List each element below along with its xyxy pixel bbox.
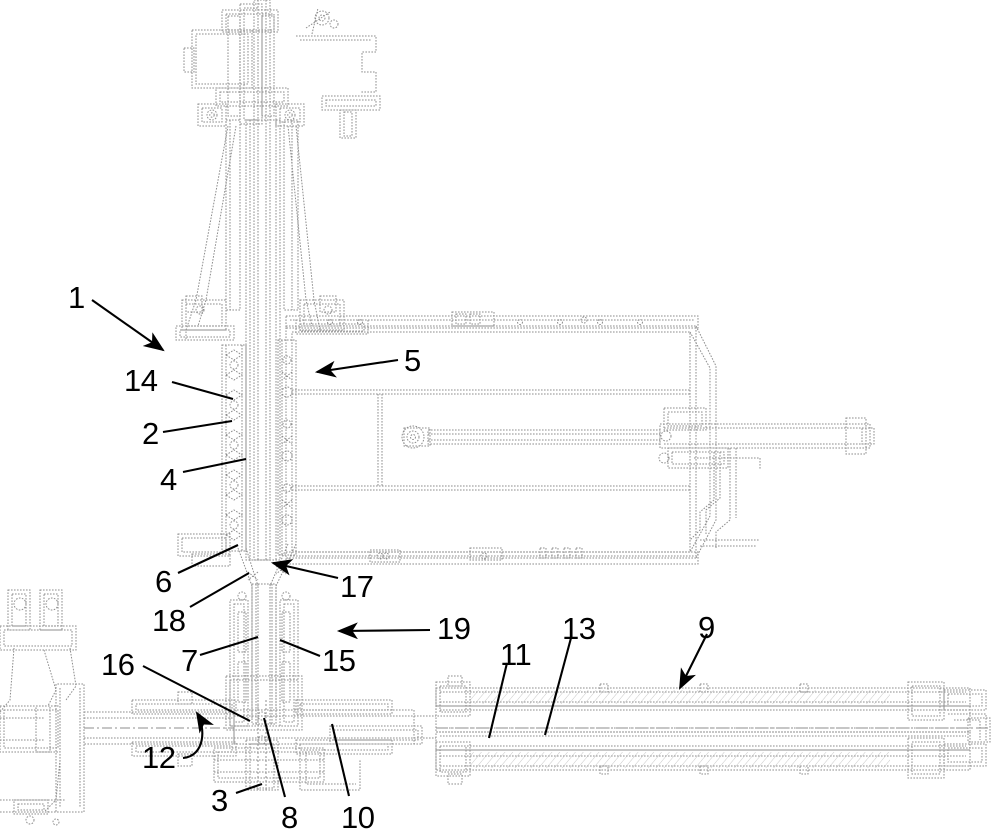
reference-numeral-14: 14 [124,363,158,398]
lower-left-drive [0,589,237,826]
leader-2 [162,419,233,434]
misc-detail [376,316,588,739]
reference-numeral-7: 7 [181,643,198,678]
feed-chain-rack [177,339,297,567]
leader-9 [679,633,708,690]
main-housing [285,311,875,565]
right-rail-detail [281,355,293,526]
hose-routing [689,448,761,548]
leader-8 [262,717,287,798]
reference-numeral-9: 9 [698,610,715,645]
reference-numeral-13: 13 [562,611,596,646]
reference-numeral-19: 19 [437,611,471,646]
reference-numeral-1: 1 [68,280,85,315]
leader-14 [171,380,234,401]
reference-numeral-17: 17 [340,569,374,604]
leader-13 [543,637,573,736]
leader-lines [91,299,708,798]
leader-3 [235,783,263,794]
reference-numeral-15: 15 [322,643,356,678]
reference-numeral-5: 5 [404,343,421,378]
bottom-fasteners [539,547,583,559]
reference-numeral-16: 16 [101,647,135,682]
internal-cylinder [401,407,875,469]
leader-4 [182,457,247,474]
leader-15 [279,639,321,657]
leader-7 [199,635,259,657]
drill-rod-assembly [435,675,991,785]
leader-12 [182,711,214,760]
chain-links [225,349,243,541]
top-fasteners [327,319,643,325]
reference-numeral-3: 3 [211,783,228,818]
leader-1 [91,299,165,352]
reference-numeral-12: 12 [142,740,176,775]
leader-10 [330,723,351,797]
reference-numeral-2: 2 [142,416,159,451]
mast-derrick [175,0,369,561]
machine-outline [0,0,991,826]
leader-6 [177,544,239,574]
reference-numeral-11: 11 [500,637,532,672]
reference-numeral-18: 18 [152,603,186,638]
reference-numeral-8: 8 [281,800,298,835]
mast-foot-transition [225,543,303,731]
leader-17 [270,559,339,580]
leader-18 [189,572,250,608]
top-drive-head [183,3,381,139]
lower-junction [213,699,423,792]
leader-19 [336,622,431,640]
reference-numeral-4: 4 [160,462,177,497]
reference-numeral-10: 10 [341,800,375,835]
leader-11 [487,662,509,739]
reference-numeral-6: 6 [155,564,172,599]
leader-5 [314,358,399,378]
leader-16 [142,665,251,722]
